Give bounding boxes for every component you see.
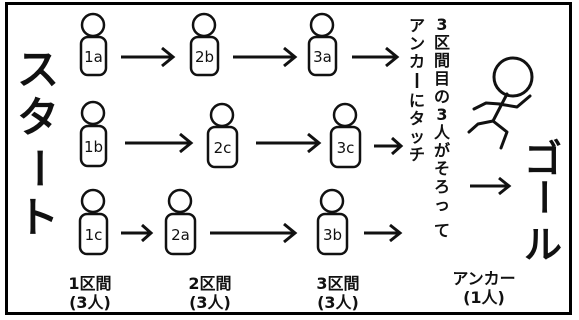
runner-id: 1b — [84, 138, 103, 156]
leg-count: (1人) — [463, 288, 505, 307]
note-char: カ — [409, 52, 425, 71]
note-char: 区 — [434, 33, 450, 52]
runner-id: 1a — [84, 48, 103, 66]
runner-3a: 3a — [307, 12, 338, 77]
runner-id: 2c — [214, 139, 232, 157]
arrow — [121, 46, 176, 68]
note-char: 3 — [436, 105, 447, 124]
leg-count: (3人) — [69, 293, 111, 312]
arrow — [210, 222, 298, 244]
runner-id: 3c — [337, 139, 355, 157]
note-char: 目 — [434, 69, 450, 88]
runner-id: 1c — [85, 226, 103, 244]
start-char: ス — [17, 45, 59, 94]
note-char: て — [434, 221, 450, 240]
runner-1c: 1c — [78, 188, 109, 256]
note-char: チ — [409, 145, 425, 164]
diagram-frame — [5, 2, 572, 315]
runner-2b: 2b — [189, 12, 220, 77]
note-char: っ — [434, 195, 450, 214]
start-char: ー — [14, 147, 63, 189]
start-char: ト — [17, 193, 59, 242]
runner-2a: 2a — [164, 188, 197, 256]
runner-id: 3b — [323, 226, 342, 244]
runner-1a: 1a — [79, 12, 108, 77]
runner-id: 2b — [195, 48, 214, 66]
start-char: タ — [17, 93, 59, 142]
leg-name: 2区間 — [188, 274, 231, 293]
arrow — [256, 132, 322, 154]
runner-id: 3a — [313, 48, 332, 66]
arrow — [125, 132, 194, 154]
note-char: が — [434, 141, 450, 160]
note-char: ろ — [434, 177, 450, 196]
note-col-left: ア ン カ に タ ッ チ — [409, 16, 425, 164]
leg-label-1: 1区間 (3人) — [68, 274, 111, 312]
runner-3c: 3c — [329, 102, 362, 169]
runner-1b: 1b — [79, 100, 108, 168]
note-char: 3 — [436, 15, 447, 34]
arrow — [352, 46, 400, 68]
goal-label: ゴ ー ル — [521, 137, 565, 267]
goal-char: ル — [524, 223, 562, 267]
goal-char: ゴ — [524, 137, 562, 181]
anchor-runner-figure — [467, 56, 534, 150]
note-char: ン — [409, 34, 425, 53]
arrow — [233, 46, 298, 68]
leg-count: (3人) — [317, 293, 359, 312]
note-col-right: 3 区 間 目 の 3 人 が そ ろ っ て — [434, 15, 451, 240]
note-char: に — [409, 91, 425, 110]
note-char: ッ — [409, 127, 425, 146]
arrow — [364, 223, 403, 243]
goal-char: ー — [521, 178, 565, 216]
note-char: 人 — [434, 123, 451, 142]
arrow — [374, 136, 404, 156]
leg-label-3: 3区間 (3人) — [316, 274, 359, 312]
leg-label-2: 2区間 (3人) — [188, 274, 231, 312]
note-char: 間 — [434, 51, 450, 70]
start-label: ス タ ー ト — [14, 45, 63, 242]
note-char: ア — [409, 16, 425, 35]
runner-3b: 3b — [316, 188, 349, 256]
note-char: そ — [434, 159, 450, 178]
runner-2c: 2c — [206, 102, 239, 169]
runner-id: 2a — [171, 226, 190, 244]
note-char: タ — [409, 109, 425, 128]
leg-label-anchor: アンカー (1人) — [452, 269, 515, 307]
leg-name: 3区間 — [316, 274, 359, 293]
arrow-to-goal — [470, 176, 512, 196]
note-char: の — [434, 87, 450, 106]
arrow — [121, 223, 154, 243]
leg-count: (3人) — [189, 293, 231, 312]
leg-name: 1区間 — [68, 274, 111, 293]
leg-name: アンカー — [452, 269, 515, 288]
